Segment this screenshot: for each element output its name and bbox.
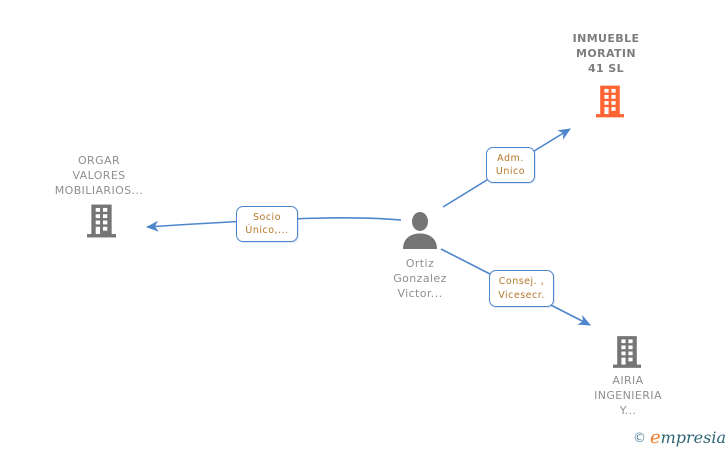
role-line: Adm. <box>497 152 524 164</box>
role-label-adm-unico[interactable]: Adm. Unico <box>486 147 535 183</box>
role-line: Vicesecr. <box>498 289 545 301</box>
company-label-inmueble-moratin[interactable]: INMUEBLE MORATIN 41 SL <box>546 31 666 76</box>
company-name-line: MOBILIARIOS... <box>54 184 144 197</box>
role-line: Unico <box>495 166 526 177</box>
company-name-line: 41 SL <box>587 62 625 75</box>
company-label-airia-ingenieria[interactable]: AIRIA INGENIERIA Y... <box>568 373 688 418</box>
company-name-line: ORGAR <box>78 154 120 167</box>
person-name-line: Ortiz <box>405 257 435 270</box>
role-line: Socio <box>252 211 282 223</box>
edge-person-to-orgar <box>146 217 402 232</box>
building-icon-airia[interactable] <box>613 335 641 373</box>
company-label-orgar-valores[interactable]: ORGAR VALORES MOBILIARIOS... <box>29 153 169 198</box>
empresia-logo-text: mpresia <box>660 428 726 447</box>
person-name-line: Gonzalez <box>393 272 447 285</box>
company-name-line: INMUEBLE <box>572 32 640 45</box>
copyright-symbol: © <box>632 431 646 446</box>
role-line: Único,... <box>245 225 289 236</box>
role-label-socio-unico[interactable]: Socio Único,... <box>236 206 298 242</box>
company-name-line: MORATIN <box>575 47 637 60</box>
person-name-line: Victor... <box>397 287 443 300</box>
company-name-line: VALORES <box>72 169 126 182</box>
building-icon-orgar[interactable] <box>87 204 116 242</box>
building-icon-inmueble[interactable] <box>596 85 624 122</box>
company-name-line: INGENIERIA <box>594 389 662 402</box>
person-label-ortiz-gonzalez[interactable]: Ortiz Gonzalez Victor... <box>360 256 480 301</box>
empresia-watermark: ©empresia <box>633 428 726 449</box>
role-line: Consej. , <box>498 276 545 287</box>
company-name-line: Y... <box>619 404 637 417</box>
person-icon-ortiz-gonzalez[interactable] <box>402 212 438 253</box>
role-label-consej-vicesecr[interactable]: Consej. , Vicesecr. <box>489 270 554 307</box>
empresia-logo-e: e <box>649 427 661 448</box>
company-name-line: AIRIA <box>612 374 644 387</box>
